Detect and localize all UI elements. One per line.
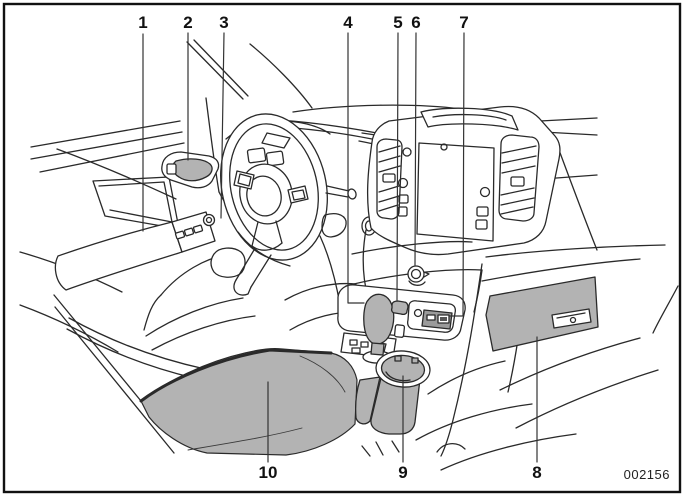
engine-switch (407, 265, 425, 283)
window-switch-panel (171, 211, 216, 253)
leader-line-7 (448, 32, 465, 317)
callout-8: 8 (532, 463, 542, 482)
leader-line-6 (414, 32, 417, 266)
leader-lines (142, 32, 538, 463)
dash-top-tray (420, 107, 519, 131)
glove-box-lid (485, 276, 599, 352)
figure-code: 002156 (623, 467, 670, 482)
console-button (390, 300, 409, 316)
callout-2: 2 (183, 13, 193, 32)
door-lock-knob (166, 163, 177, 175)
shifter-console (337, 284, 466, 364)
instrument-cluster (246, 147, 267, 164)
wiper-stalk (326, 185, 350, 192)
touchscreen (416, 142, 495, 242)
left-spoke-buttons (233, 170, 255, 190)
seats (19, 235, 361, 454)
armrest-lid (140, 348, 358, 456)
callout-6: 6 (411, 13, 421, 32)
leader-line-5 (396, 32, 399, 302)
callout-9: 9 (398, 463, 408, 482)
callout-5: 5 (393, 13, 403, 32)
steering-column (235, 249, 255, 281)
door-handle (161, 151, 220, 189)
dash-pocket (321, 213, 347, 238)
callout-1: 1 (138, 13, 148, 32)
callout-4: 4 (343, 13, 353, 32)
glove-box (485, 276, 599, 352)
mirror-switch (202, 213, 216, 227)
center-console (345, 229, 483, 313)
leader-line-4 (347, 32, 365, 304)
shift-knob (363, 293, 395, 345)
callout-3: 3 (219, 13, 229, 32)
door-handle-grip (172, 158, 213, 182)
leader-line-3 (220, 32, 225, 219)
center-armrest (139, 348, 358, 456)
callout-10: 10 (258, 463, 278, 482)
door-armrest (54, 221, 183, 291)
cup-holder (354, 350, 431, 435)
steering-wheel (220, 113, 328, 296)
callout-7: 7 (459, 13, 469, 32)
passenger-footwell (361, 263, 659, 471)
